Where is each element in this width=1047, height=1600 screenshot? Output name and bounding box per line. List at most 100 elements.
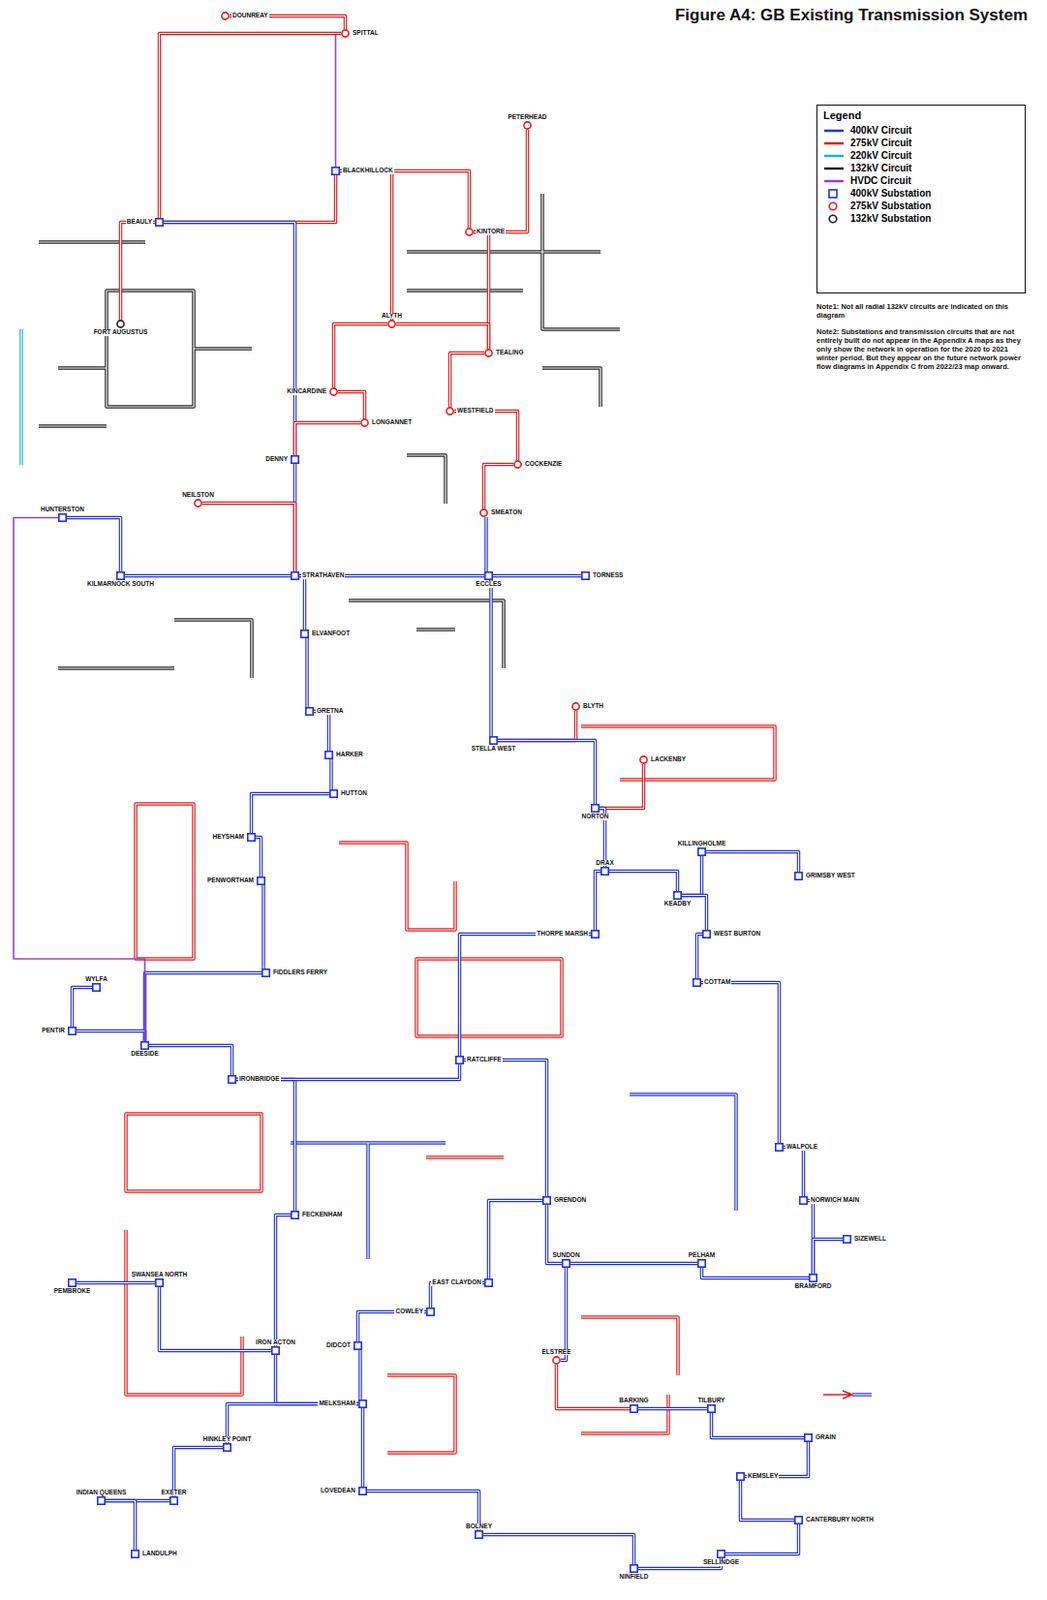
legend-row: 275kV Substation — [823, 199, 1019, 213]
circuit-line-inner — [701, 983, 780, 1144]
substation-marker — [571, 702, 581, 711]
circuit-connector — [163, 222, 296, 457]
marker-square — [490, 737, 497, 744]
marker-square — [775, 1143, 783, 1151]
circuit-line-inner — [490, 580, 492, 737]
marker-square — [543, 1197, 551, 1204]
circuit-connector — [338, 392, 366, 420]
circuit-connector — [276, 1354, 360, 1405]
legend-circle — [829, 202, 837, 211]
circuit-connector — [463, 1060, 548, 1198]
substation-marker — [600, 866, 610, 876]
legend-sample — [823, 176, 845, 186]
substation-marker — [193, 498, 203, 508]
circuit-line-inner — [681, 856, 703, 896]
marker-square — [582, 572, 589, 580]
substation-400kv: WYLFA — [92, 983, 101, 992]
circuit-line-inner — [149, 1046, 233, 1077]
circuit-line-inner — [485, 517, 487, 572]
marker-square — [601, 867, 609, 875]
substation-name: COTTAM — [703, 979, 732, 986]
marker-square — [475, 1531, 483, 1539]
legend-text: 275kV Substation — [850, 200, 931, 212]
substation-400kv: SWANSEA NORTH — [154, 1278, 164, 1288]
legend-sample — [823, 163, 845, 174]
substation-marker — [794, 871, 803, 881]
substation-name: EXETER — [160, 1489, 188, 1497]
substation-400kv: BRAMFORD — [808, 1273, 818, 1283]
legend-square — [829, 189, 837, 198]
substation-marker — [474, 1530, 484, 1540]
marker-square — [591, 804, 599, 812]
circuit-line-inner — [570, 1262, 698, 1264]
substation-400kv: CANTERBURY NORTH — [794, 1515, 803, 1525]
substation-400kv: IRONBRIDGE — [227, 1075, 237, 1084]
circuit-line-inner — [76, 1031, 146, 1043]
substation-400kv: ECCLES — [484, 571, 493, 581]
substation-275kv: SMEATON — [479, 508, 489, 518]
substation-275kv: SPITTAL — [340, 29, 350, 38]
substation-marker — [697, 1259, 707, 1268]
circuit-line-inner — [367, 1491, 480, 1532]
circuit-connector — [725, 1524, 800, 1555]
circuit-connector — [362, 1408, 364, 1487]
marker-square — [117, 572, 124, 580]
substation-marker — [552, 1355, 561, 1365]
circuit-line-inner — [473, 232, 490, 350]
substation-name: PENTIR — [40, 1027, 66, 1035]
substation-marker — [673, 891, 682, 900]
substation-400kv: DEESIDE — [140, 1041, 150, 1050]
substation-name: FECKENHAM — [301, 1211, 344, 1219]
substation-400kv: GRIMSBY WEST — [794, 871, 803, 881]
substation-name: IRON ACTON — [254, 1339, 297, 1347]
circuit-connector — [334, 324, 389, 389]
marker-square — [262, 969, 270, 977]
circuit-line-inner — [492, 575, 582, 577]
legend-line — [824, 166, 844, 170]
marker-circle — [388, 320, 396, 328]
legend-text: 275kV Circuit — [850, 137, 912, 149]
substation-400kv: LOVEDEAN — [358, 1486, 368, 1496]
marker-circle — [446, 407, 454, 415]
legend-heading: Legend — [823, 109, 1019, 122]
substation-name: KEMSLEY — [746, 1473, 779, 1480]
substation-132kv: FORT AUGUSTUS — [116, 319, 125, 329]
legend-row: 275kV Circuit — [823, 136, 1019, 150]
substation-name: GRAIN — [814, 1434, 837, 1442]
substation-name: SELLINDGE — [702, 1559, 740, 1567]
substation-400kv: COWLEY — [426, 1307, 435, 1317]
circuit-line — [484, 464, 515, 510]
marker-circle — [523, 122, 531, 129]
substation-marker — [116, 571, 125, 581]
circuit-line-inner — [450, 353, 486, 408]
marker-square — [291, 456, 299, 463]
circuit-line — [783, 1147, 804, 1198]
circuit-connector — [744, 1442, 809, 1478]
circuit-line-inner — [362, 1408, 364, 1487]
circuit-line — [431, 1283, 486, 1309]
substation-275kv: PETERHEAD — [523, 121, 532, 130]
substation-name: TORNESS — [591, 572, 624, 580]
substation-name: PELHAM — [687, 1252, 716, 1260]
substation-400kv: SUNDON — [561, 1259, 571, 1268]
circuit-line — [358, 1312, 428, 1343]
circuit-line — [725, 1524, 800, 1555]
circuit-line-inner — [489, 1200, 544, 1280]
substation-name: BRAMFORD — [794, 1283, 833, 1291]
circuit-connector — [163, 175, 337, 223]
substation-400kv: HARKER — [324, 750, 334, 760]
marker-circle — [465, 228, 473, 236]
marker-square — [141, 1042, 149, 1049]
substation-marker — [92, 983, 101, 992]
circuit-line — [484, 517, 489, 572]
marker-square — [795, 872, 802, 880]
substation-marker — [340, 29, 350, 38]
substation-name: HUNTERSTON — [39, 506, 86, 514]
substation-name: LONGANNET — [370, 419, 413, 427]
circuit-connector — [336, 33, 342, 168]
substation-marker — [639, 755, 648, 765]
substation-name: KINCARDINE — [285, 388, 328, 396]
substation-name: ECCLES — [474, 581, 502, 588]
circuit-line — [813, 1239, 844, 1275]
substation-400kv: BARKING — [629, 1404, 639, 1414]
